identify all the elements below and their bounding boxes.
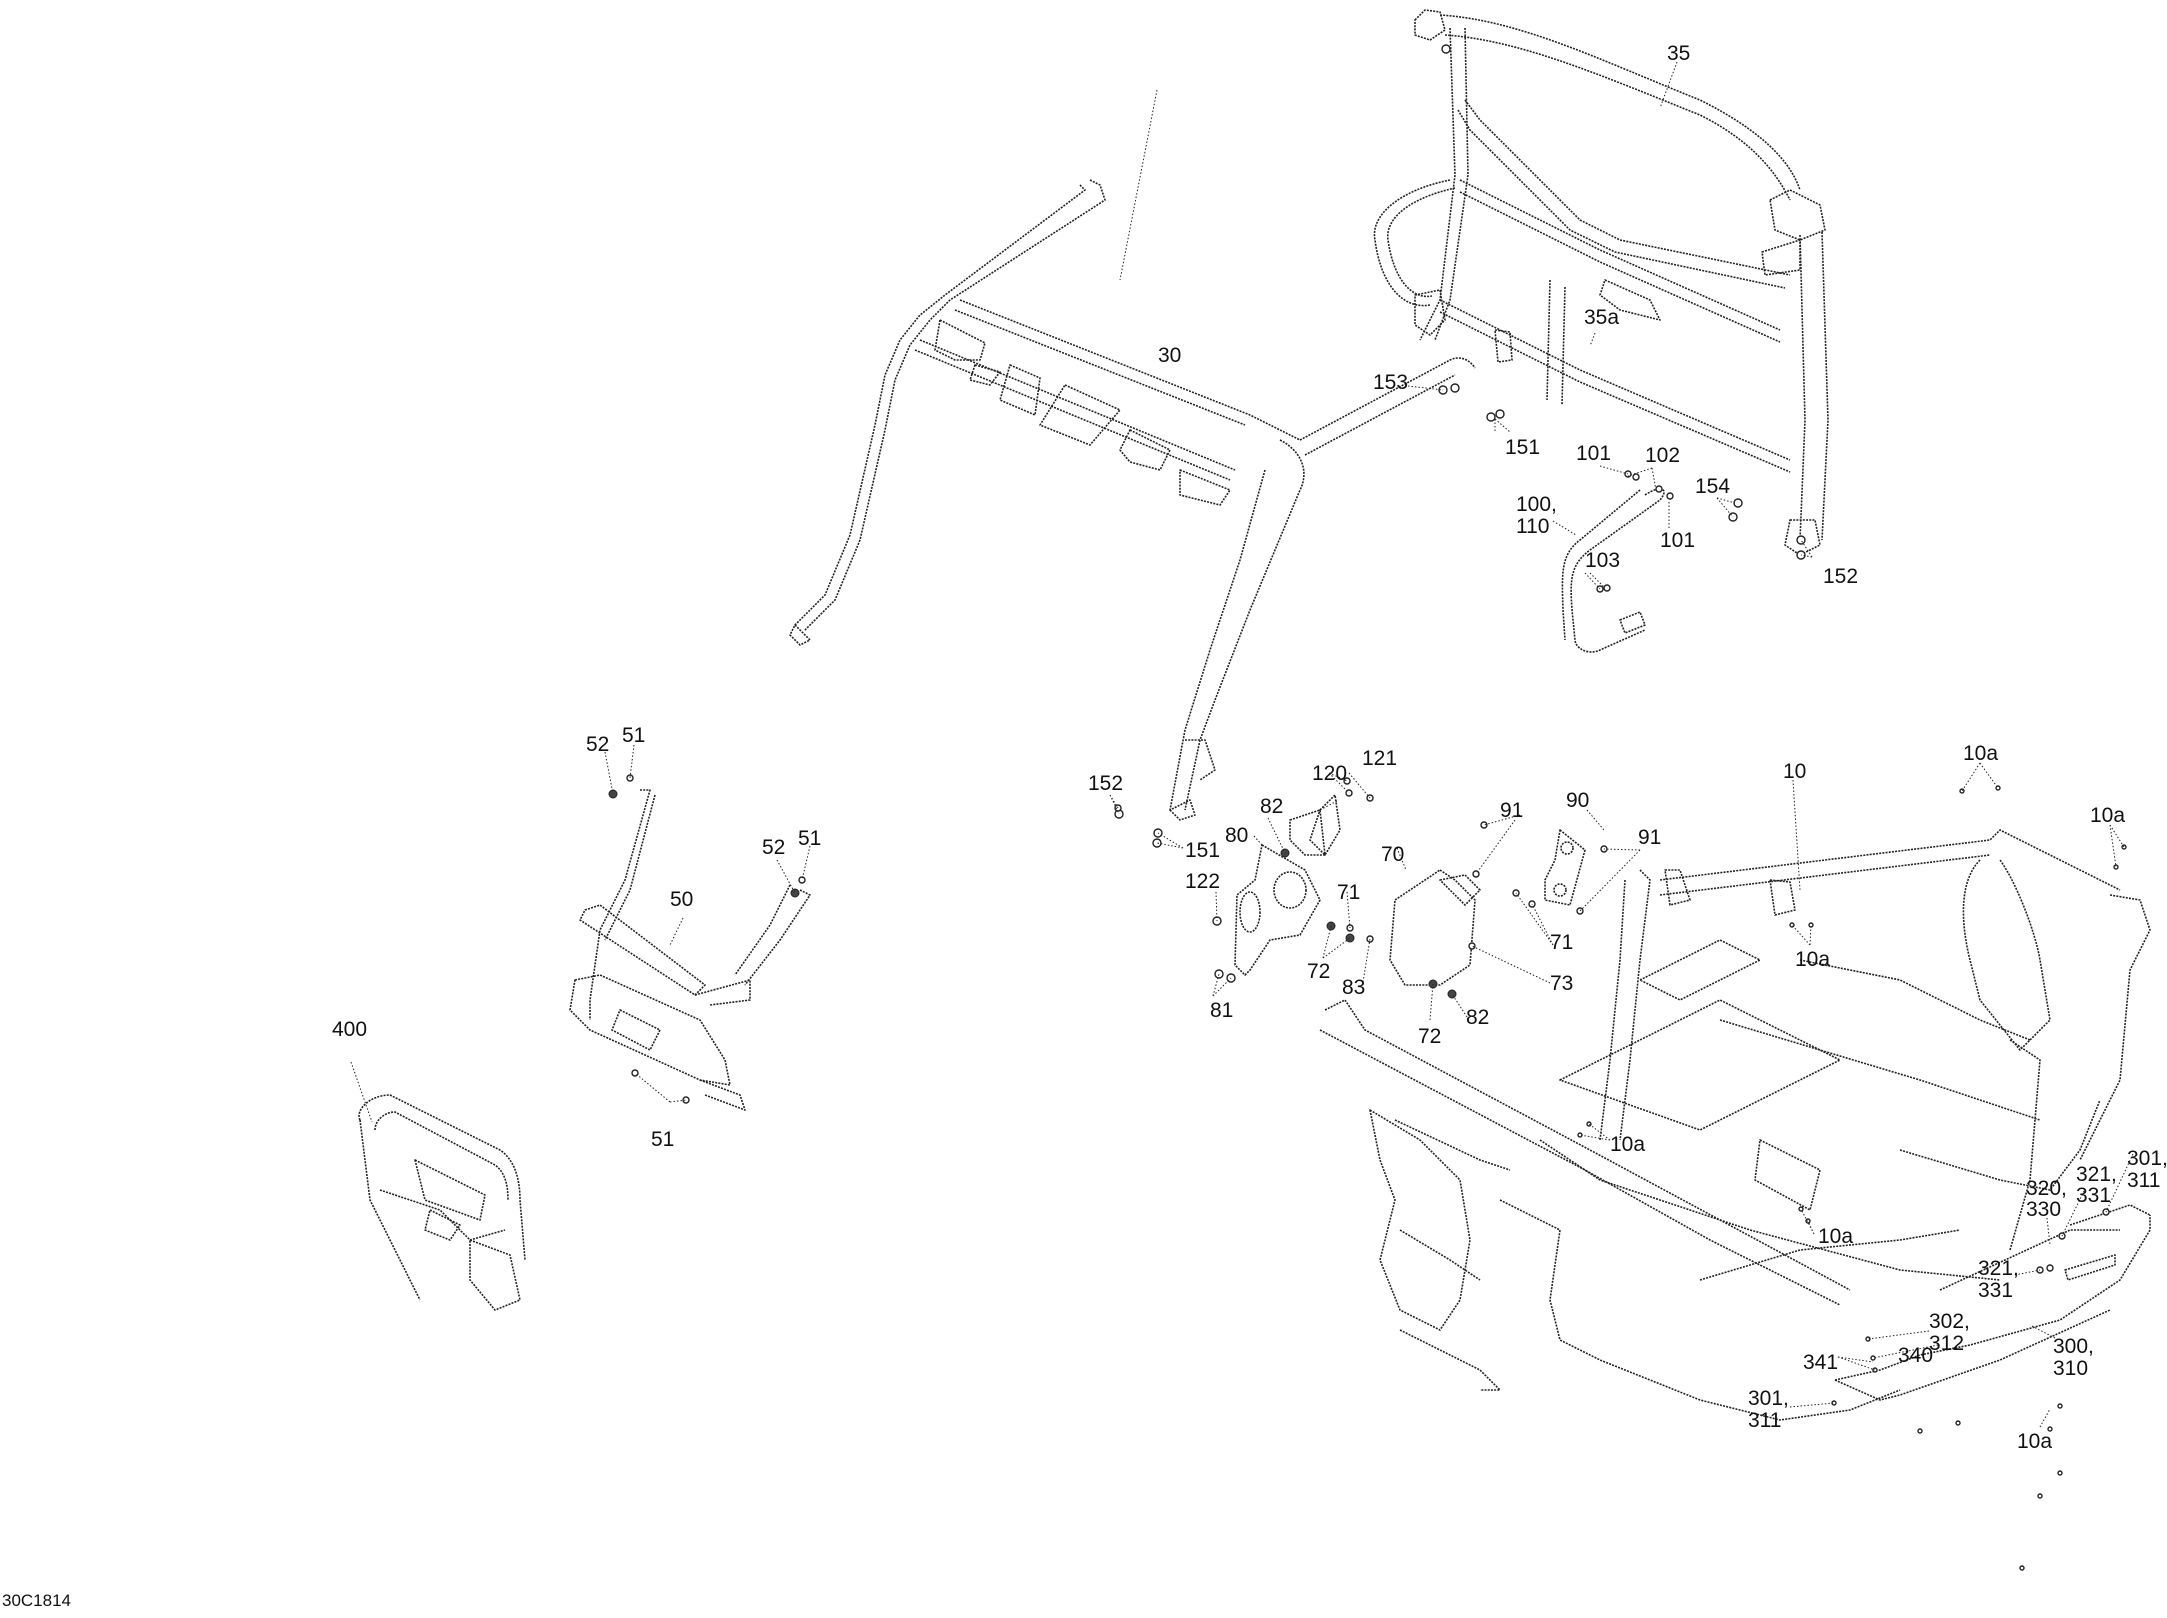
callout-300[interactable]: 300, (2053, 1335, 2094, 1358)
callout-90[interactable]: 90 (1566, 789, 1589, 812)
front-bumper-part-400[interactable] (358, 1094, 526, 1311)
callout-152[interactable]: 152 (1088, 772, 1123, 795)
callout-10a[interactable]: 10a (1818, 1225, 1853, 1248)
callout-10a[interactable]: 10a (2017, 1430, 2052, 1453)
callout-311[interactable]: 311 (2127, 1169, 2160, 1192)
main-frame-part-10[interactable] (1319, 829, 2151, 1421)
reference-code: 30C1814 (2, 1591, 71, 1610)
callout-82[interactable]: 82 (1260, 795, 1283, 818)
callout-400[interactable]: 400 (332, 1018, 367, 1041)
callout-10a[interactable]: 10a (1795, 948, 1830, 971)
callout-91[interactable]: 91 (1638, 826, 1661, 849)
callout-122[interactable]: 122 (1185, 870, 1220, 893)
front-bumper-support-part-50[interactable] (569, 789, 811, 1111)
callout-331[interactable]: 331 (2076, 1184, 2111, 1207)
callout-153[interactable]: 153 (1373, 371, 1408, 394)
callout-152[interactable]: 152 (1823, 565, 1858, 588)
callout-341[interactable]: 341 (1803, 1351, 1838, 1374)
callout-52[interactable]: 52 (586, 733, 609, 756)
rocker-guard-part-300[interactable] (1834, 1204, 2151, 1401)
callout-321[interactable]: 321, (2076, 1163, 2117, 1186)
callout-73[interactable]: 73 (1550, 972, 1573, 995)
callout-151[interactable]: 151 (1505, 436, 1540, 459)
callout-101[interactable]: 101 (1576, 442, 1611, 465)
front-roll-cage-part-30[interactable] (789, 179, 1476, 821)
callout-83[interactable]: 83 (1342, 976, 1365, 999)
callout-154[interactable]: 154 (1695, 475, 1730, 498)
callout-10[interactable]: 10 (1783, 760, 1806, 783)
callout-labels: 35 35a 30 153 151 101 102 100, 110 101 1… (2, 42, 2167, 1610)
callout-321[interactable]: 321, (1978, 1257, 2019, 1280)
callout-100[interactable]: 100, (1516, 493, 1557, 516)
callout-70[interactable]: 70 (1381, 843, 1404, 866)
callout-10a[interactable]: 10a (1963, 742, 1998, 765)
callout-71[interactable]: 71 (1550, 931, 1573, 954)
callout-35a[interactable]: 35a (1584, 306, 1619, 329)
callout-120[interactable]: 120 (1312, 762, 1347, 785)
callout-320[interactable]: 320, (2026, 1177, 2067, 1200)
callout-330[interactable]: 330 (2026, 1198, 2061, 1221)
callout-302[interactable]: 302, (1929, 1310, 1970, 1333)
callout-311[interactable]: 311 (1748, 1409, 1781, 1432)
bracket-part-80[interactable] (1234, 844, 1321, 976)
callout-301[interactable]: 301, (2127, 1147, 2167, 1170)
callout-35[interactable]: 35 (1667, 42, 1690, 65)
grab-handle-part-100[interactable] (1561, 488, 1665, 653)
callout-101[interactable]: 101 (1660, 529, 1695, 552)
callout-103[interactable]: 103 (1585, 549, 1620, 572)
callout-81[interactable]: 81 (1210, 999, 1233, 1022)
bracket-part-120[interactable] (1289, 794, 1341, 856)
hardware-fasteners (608, 44, 2127, 1571)
callout-102[interactable]: 102 (1645, 444, 1680, 467)
callout-82[interactable]: 82 (1466, 1006, 1489, 1029)
callout-51[interactable]: 51 (798, 827, 821, 850)
callout-121[interactable]: 121 (1362, 747, 1397, 770)
callout-340[interactable]: 340 (1898, 1344, 1933, 1367)
callout-10a[interactable]: 10a (1610, 1133, 1645, 1156)
callout-71[interactable]: 71 (1337, 881, 1360, 904)
bracket-part-70[interactable] (1389, 869, 1481, 986)
leader-lines (350, 61, 2134, 1428)
callout-331[interactable]: 331 (1978, 1279, 2013, 1302)
callout-51[interactable]: 51 (622, 724, 645, 747)
callout-72[interactable]: 72 (1307, 960, 1330, 983)
callout-312[interactable]: 312 (1929, 1332, 1964, 1355)
callout-151[interactable]: 151 (1185, 839, 1220, 862)
callout-301[interactable]: 301, (1748, 1387, 1789, 1410)
callout-72[interactable]: 72 (1418, 1025, 1441, 1048)
rear-roll-cage-part-35[interactable] (1373, 9, 1829, 556)
callout-52[interactable]: 52 (762, 836, 785, 859)
callout-110[interactable]: 110 (1516, 515, 1549, 538)
callout-30[interactable]: 30 (1158, 344, 1181, 367)
callout-51[interactable]: 51 (651, 1128, 674, 1151)
bracket-part-90[interactable] (1544, 829, 1586, 906)
callout-310[interactable]: 310 (2053, 1357, 2088, 1380)
callout-91[interactable]: 91 (1500, 799, 1523, 822)
callout-10a[interactable]: 10a (2090, 804, 2125, 827)
callout-80[interactable]: 80 (1225, 824, 1248, 847)
callout-50[interactable]: 50 (670, 888, 693, 911)
